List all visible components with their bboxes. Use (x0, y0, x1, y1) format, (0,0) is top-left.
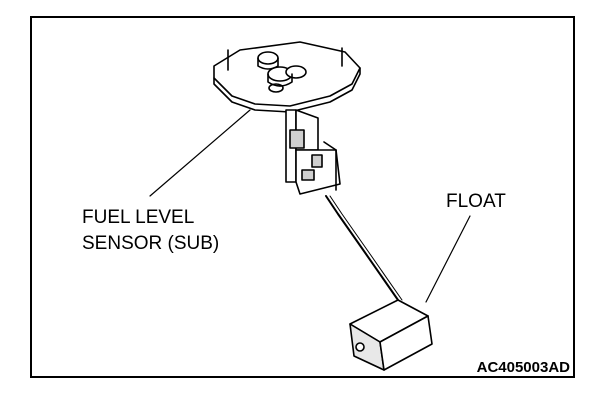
figure-code: AC405003AD (476, 359, 570, 376)
flange-plate (213, 41, 361, 113)
sensor-body (285, 109, 341, 195)
fuel-level-sensor-label-line2: SENSOR (SUB) (82, 233, 220, 254)
float-block (349, 299, 433, 371)
float-arm (325, 195, 405, 311)
fuel-level-sensor-label-line1: FUEL LEVEL (82, 207, 195, 228)
float-label: FLOAT (446, 191, 506, 212)
